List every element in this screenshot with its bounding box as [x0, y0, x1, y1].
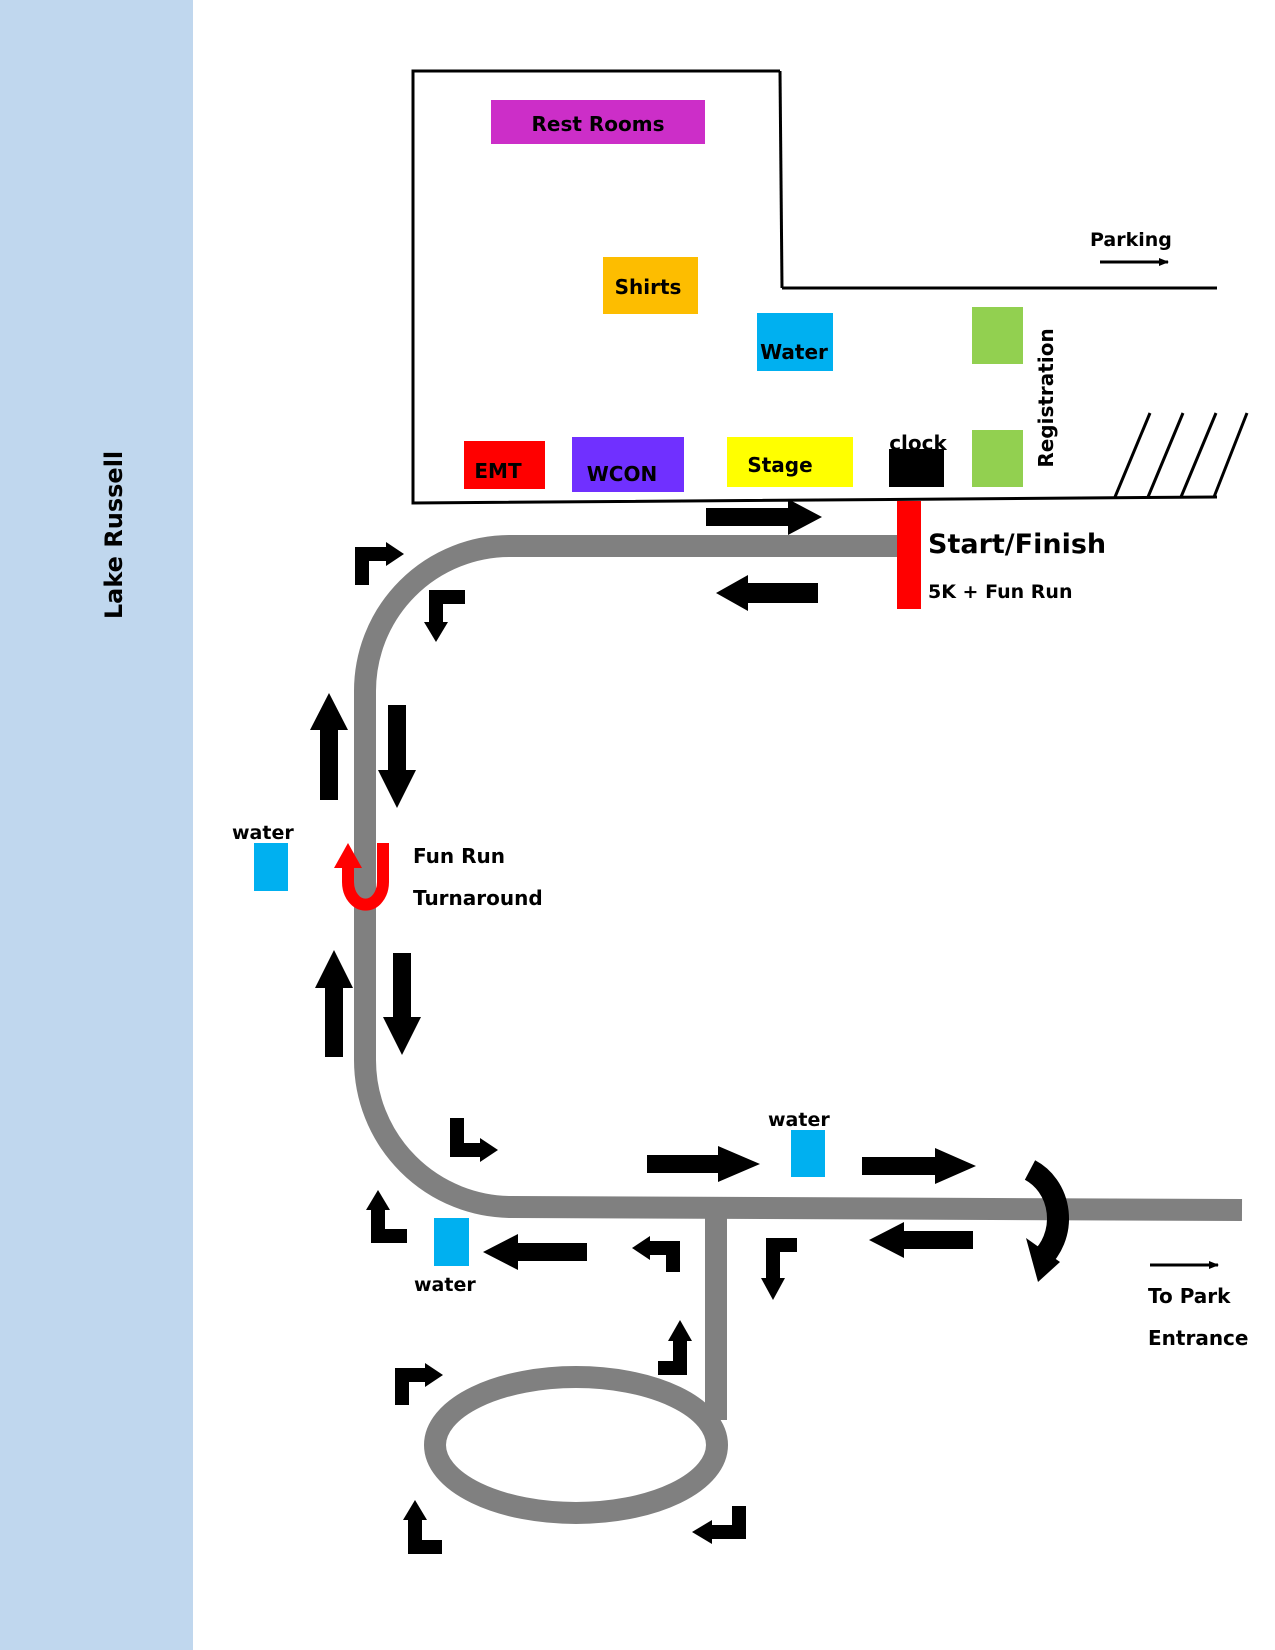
curve-arrow [408, 1520, 442, 1554]
stage-box [727, 437, 853, 487]
turnaround-label: Turnaround [413, 886, 543, 910]
curve-arrow [429, 590, 465, 622]
arrow-left [483, 1234, 587, 1270]
clock-box [889, 449, 944, 487]
registration-label: Registration [1034, 328, 1058, 467]
arrow-down [383, 953, 421, 1055]
clock-label: clock [889, 431, 947, 455]
wcon-label: WCON [587, 462, 657, 486]
course-arrows [310, 499, 976, 1270]
arrow-right [647, 1146, 760, 1182]
curve-arrow [766, 1238, 797, 1278]
curve-arrow [712, 1506, 746, 1539]
turnaround-arrow-head [1026, 1238, 1060, 1282]
fun-run-turnaround-icon [342, 843, 389, 911]
water-label-upper-left: water [232, 822, 294, 844]
water-label: Water [760, 340, 828, 364]
shirts-label: Shirts [615, 275, 682, 299]
water-station-bottom-left [434, 1218, 469, 1266]
parking-label: Parking [1090, 229, 1172, 251]
lake-label: Lake Russell [100, 451, 128, 619]
curve-arrow [355, 547, 386, 585]
arrow-down [378, 705, 416, 808]
registration-box-bottom [972, 430, 1023, 487]
rest-rooms-box [491, 100, 705, 144]
arrow-up [310, 693, 348, 800]
water-label-bottom-right: water [768, 1109, 830, 1131]
fun-run-turnaround-head [334, 843, 362, 868]
emt-box [464, 441, 545, 489]
entrance-label: Entrance [1148, 1326, 1248, 1350]
curve-arrow [395, 1368, 425, 1405]
curved-arrow-heads [366, 542, 785, 1544]
fun-run-label: Fun Run [413, 844, 505, 868]
curve-arrow [450, 1118, 480, 1157]
course-road [354, 535, 1243, 1524]
venue-inner-wall [778, 70, 784, 289]
turnaround-arrow [1024, 1160, 1069, 1269]
rest-rooms-label: Rest Rooms [531, 112, 664, 136]
venue-outline [411, 69, 1218, 505]
curved-arrows [355, 547, 797, 1554]
curve-arrow [371, 1210, 407, 1243]
lake-russell [0, 0, 193, 1650]
start-finish-label: Start/Finish [928, 529, 1106, 560]
shirts-box [603, 257, 698, 314]
arrow-left [716, 575, 818, 611]
parking-stripes [1113, 412, 1249, 498]
emt-label: EMT [474, 459, 522, 483]
to-park-label: To Park [1148, 1284, 1231, 1308]
water-station-upper-left [254, 843, 288, 891]
wcon-box [572, 437, 684, 492]
water-box [757, 313, 833, 371]
curve-arrow [650, 1241, 680, 1272]
arrow-up [315, 950, 353, 1057]
water-station-bottom-right [791, 1130, 825, 1177]
arrow-right [706, 499, 822, 535]
arrow-right [862, 1148, 976, 1184]
stage-label: Stage [747, 453, 812, 477]
registration-box-top [972, 307, 1023, 364]
race-name-label: 5K + Fun Run [928, 581, 1072, 603]
start-finish-line [897, 501, 921, 609]
arrow-left [869, 1222, 973, 1258]
water-label-bottom-left: water [414, 1274, 476, 1296]
curve-arrow [658, 1341, 687, 1375]
